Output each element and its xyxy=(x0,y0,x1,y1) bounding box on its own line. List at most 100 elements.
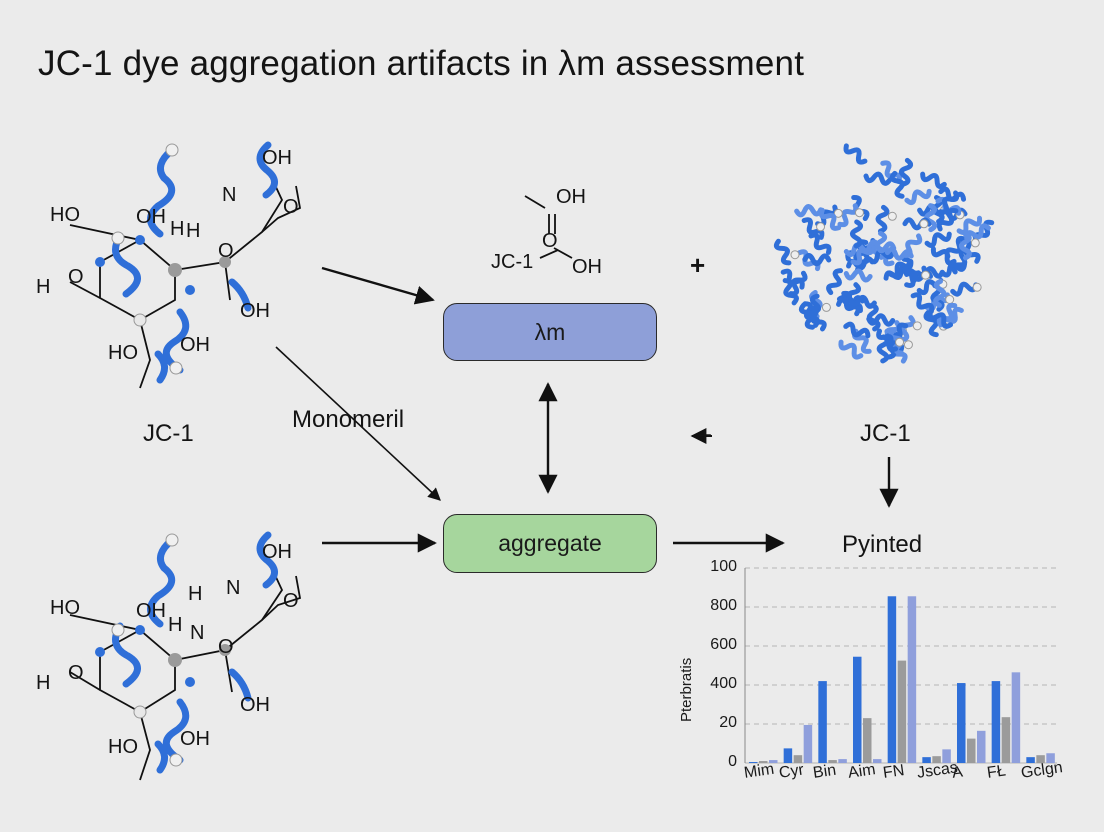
atom-icon xyxy=(821,302,831,312)
helix-segment xyxy=(904,188,932,206)
helix-segment xyxy=(849,219,864,249)
jc1-left-label: JC-1 xyxy=(143,420,194,447)
helix-segment xyxy=(843,268,873,283)
diagram-title: JC-1 dye aggregation artifacts in λm ass… xyxy=(38,44,805,83)
helix-segment xyxy=(826,268,844,296)
helix-segment xyxy=(843,321,871,339)
atom-icon xyxy=(945,295,955,305)
bar xyxy=(1026,757,1035,763)
y-tick-label: 100 xyxy=(710,558,737,575)
bar xyxy=(1011,672,1021,763)
monomeril-label: Monomeril xyxy=(292,406,405,433)
helix-segment xyxy=(794,204,824,218)
helix-segment xyxy=(924,203,938,233)
atom-label: O xyxy=(218,240,234,262)
atom-label: H xyxy=(170,218,185,240)
bar xyxy=(853,656,862,763)
helix-segment xyxy=(838,339,864,360)
aggregate-sphere-icon xyxy=(773,143,995,364)
atom-label: O xyxy=(283,590,299,612)
bar xyxy=(1036,755,1045,763)
bar xyxy=(818,681,827,763)
bar xyxy=(977,730,986,763)
bar xyxy=(828,760,837,763)
helix-segment xyxy=(876,334,890,364)
atom-icon xyxy=(895,337,905,347)
helix-segment xyxy=(848,294,877,309)
bar xyxy=(863,718,872,763)
helix-segment xyxy=(801,217,825,240)
atom-label: OH xyxy=(240,694,270,716)
atom-label: OH xyxy=(136,600,166,622)
bar xyxy=(803,724,813,763)
atom-icon xyxy=(833,208,843,218)
bar xyxy=(1001,717,1011,763)
helix-segment xyxy=(938,190,960,215)
helix-segment xyxy=(944,235,968,259)
center-oh-top: OH xyxy=(556,186,586,208)
helix-segment xyxy=(866,313,896,327)
chart-title: Pyinted xyxy=(842,531,923,558)
bar xyxy=(942,749,951,763)
helix-segment xyxy=(780,268,805,290)
x-tick-label: Aim xyxy=(847,761,877,782)
x-tick-label: FN xyxy=(881,762,906,782)
helix-segment xyxy=(898,157,914,187)
arrow-icon xyxy=(275,346,441,501)
helix-segment xyxy=(843,143,868,165)
x-tick-label: Cyr xyxy=(777,761,805,782)
y-axis-label: Pterbratis xyxy=(678,657,695,722)
helix-segment xyxy=(876,328,899,352)
x-tick-label: FŁ xyxy=(985,762,1007,782)
y-tick-label: 600 xyxy=(710,636,737,653)
atom-label: N xyxy=(222,184,237,206)
atom-label: HO xyxy=(50,204,80,226)
atom-label: H xyxy=(36,672,51,694)
atom-label: H xyxy=(36,276,51,298)
y-tick-label: 800 xyxy=(710,597,737,614)
bar xyxy=(897,660,907,763)
bar-chart xyxy=(744,567,1057,764)
helix-segment xyxy=(863,171,893,186)
atom-label: OH xyxy=(180,728,210,750)
y-tick-label: 20 xyxy=(719,714,737,731)
molecule-icon xyxy=(69,169,302,389)
atom-label: H xyxy=(168,614,183,636)
helix-segment xyxy=(920,171,947,189)
atom-icon xyxy=(919,219,929,229)
atom-icon xyxy=(903,340,913,350)
x-tick-label: A xyxy=(951,763,964,782)
arrow-icon xyxy=(321,266,435,305)
helix-segment xyxy=(797,249,821,272)
helix-segment xyxy=(910,292,935,314)
bar xyxy=(922,757,931,763)
helix-segment xyxy=(924,231,952,249)
y-tick-label: 400 xyxy=(710,675,737,692)
bar xyxy=(907,596,917,763)
helix-segment xyxy=(964,223,991,241)
helix-segment xyxy=(923,309,939,338)
helix-segment xyxy=(933,278,947,308)
atom-label: O xyxy=(68,662,84,684)
atom-label: OH xyxy=(240,300,270,322)
atom-icon xyxy=(887,211,897,221)
bar xyxy=(887,596,897,763)
atom-label: N xyxy=(226,577,241,599)
atom-label: H xyxy=(186,220,201,242)
helix-segment xyxy=(880,160,902,184)
x-tick-label: Bin xyxy=(812,761,838,782)
atom-label: N xyxy=(190,622,205,644)
atom-label: HO xyxy=(50,597,80,619)
helix-segment xyxy=(773,238,792,266)
y-tick-label: 0 xyxy=(728,753,737,770)
helix-segment xyxy=(802,253,832,267)
helix-segment xyxy=(927,309,954,329)
atom-icon xyxy=(970,238,980,248)
atom-icon xyxy=(854,208,864,218)
atom-label: O xyxy=(218,636,234,658)
helix-segment xyxy=(798,302,815,330)
atom-icon xyxy=(95,143,231,767)
atom-icon xyxy=(790,250,800,260)
bar xyxy=(991,681,1001,763)
